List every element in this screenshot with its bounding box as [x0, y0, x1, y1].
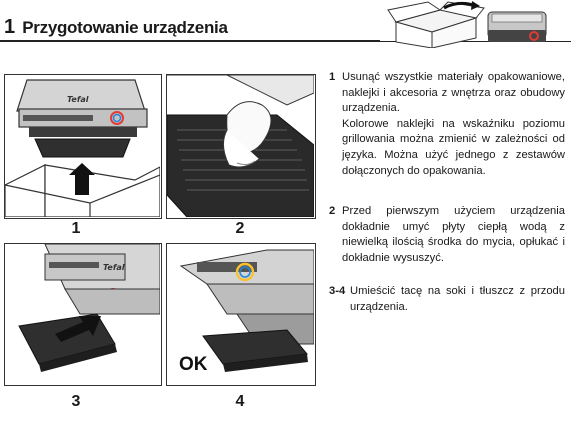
- brand-logo-1: Tefal: [67, 95, 89, 104]
- figure-panel-1: Tefal: [4, 74, 162, 219]
- panel-label-1: 1: [71, 220, 81, 237]
- panel-label-2: 2: [235, 220, 245, 237]
- plate-cleaning-drawing: [167, 75, 314, 217]
- figure-panel-4: OK: [166, 243, 316, 386]
- step-1-text-b: Kolorowe naklejki na wskaźniku poziomu g…: [342, 117, 565, 177]
- panel-label-3: 3: [71, 393, 81, 410]
- title-rule-thin: [380, 41, 571, 42]
- title-rule: [0, 40, 380, 42]
- step-number: 1: [329, 71, 336, 83]
- grill-unboxing-drawing: Tefal: [5, 79, 160, 217]
- panel-label-4: 4: [235, 393, 245, 410]
- brand-logo-3: Tefal: [103, 263, 125, 272]
- section-title-text: Przygotowanie urządzenia: [22, 18, 228, 37]
- step-2-text: Przed pierwszym użyciem urządzenia dokła…: [342, 205, 565, 264]
- step-number: 3-4: [329, 285, 346, 297]
- unboxing-illustration: [387, 1, 547, 48]
- section-number: 1: [4, 16, 15, 38]
- step-1: 1 Usunąć wszystkie materiały opakowaniow…: [329, 70, 565, 179]
- grill-with-tray-drawing: OK: [179, 249, 314, 375]
- step-3-4: 3-4 Umieścić tacę na soki i tłuszcz z pr…: [329, 284, 565, 315]
- figure-panel-3: Tefal: [4, 243, 162, 386]
- ok-badge: OK: [179, 354, 208, 375]
- step-3-4-text: Umieścić tacę na soki i tłuszcz z przodu…: [350, 285, 565, 313]
- step-1-text-a: Usunąć wszystkie materiały opakowaniowe,…: [342, 71, 565, 115]
- drip-tray-insert-drawing: Tefal: [18, 244, 160, 372]
- step-number: 2: [329, 205, 336, 217]
- step-2: 2 Przed pierwszym użyciem urządzenia dok…: [329, 204, 565, 266]
- figure-panel-2: [166, 74, 316, 219]
- section-title: 1 Przygotowanie urządzenia: [4, 16, 228, 39]
